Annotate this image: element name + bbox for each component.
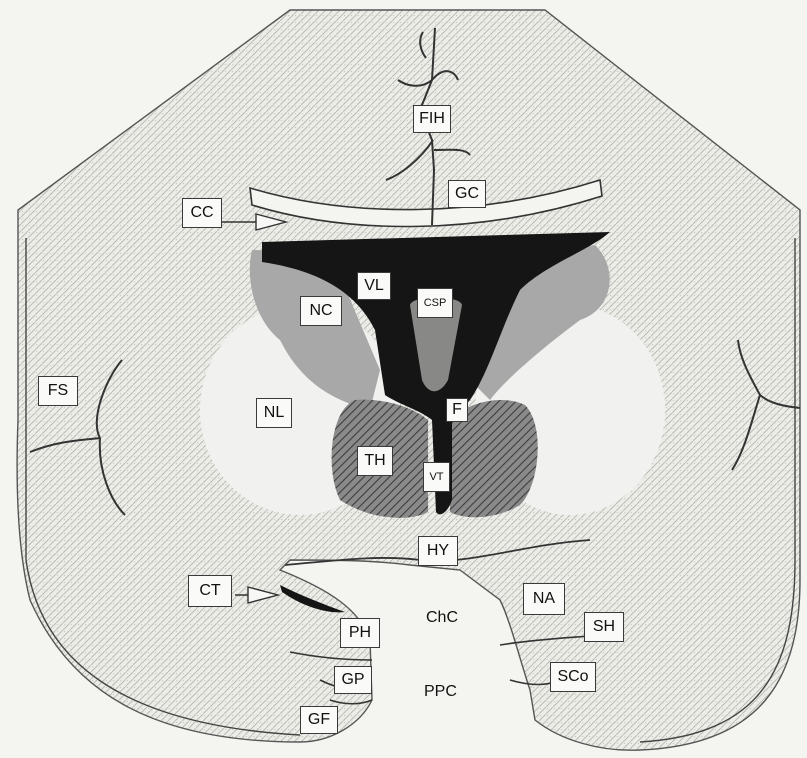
label-chc: ChC [426,609,458,627]
label-gc: GC [448,180,486,208]
label-ph: PH [340,618,380,648]
label-vt: VT [423,462,450,492]
label-gp: GP [334,666,372,694]
label-ppc: PPC [424,683,457,701]
label-f: F [446,398,468,422]
label-th: TH [357,446,393,476]
label-csp: CSP [417,288,453,318]
label-cc: CC [182,198,222,228]
label-na: NA [523,583,565,615]
label-hy: HY [418,536,458,566]
label-fs: FS [38,376,78,406]
label-ct: CT [188,575,232,607]
label-fih: FIH [413,105,451,133]
label-nl: NL [256,398,292,428]
label-sh: SH [584,612,624,642]
label-gf: GF [300,706,338,734]
label-vl: VL [357,272,391,300]
label-sco: SCo [550,662,596,692]
label-nc: NC [300,296,342,326]
